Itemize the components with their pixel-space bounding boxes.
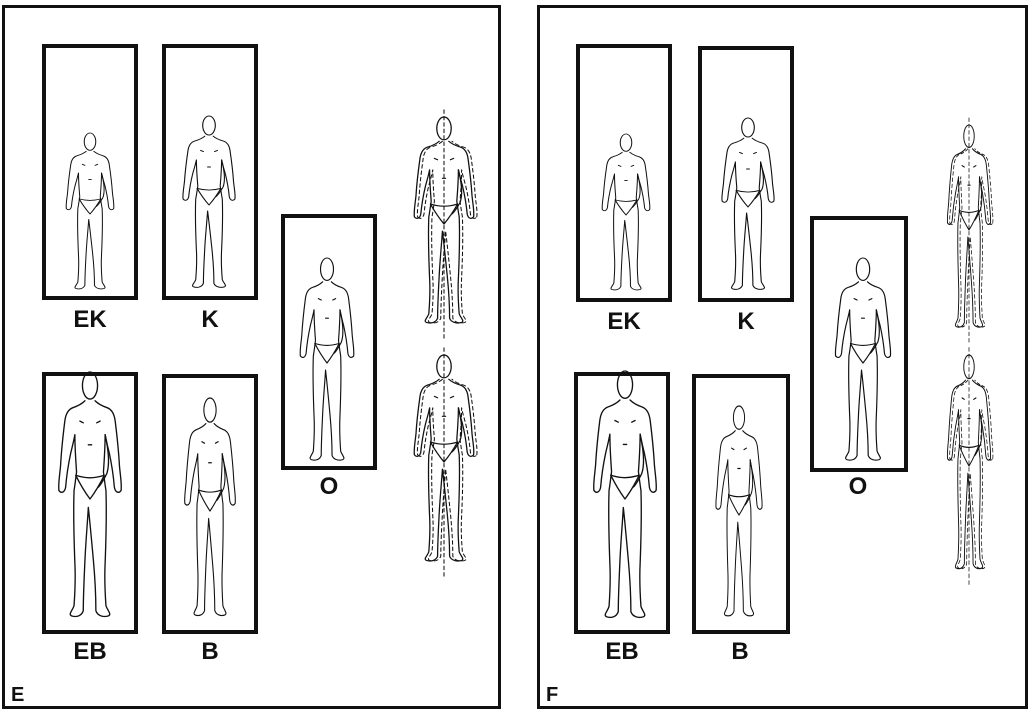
figure-o — [291, 258, 363, 468]
figure-posture-side-2 — [404, 355, 484, 569]
panel-label-e: E — [11, 685, 24, 705]
chest-marks — [740, 152, 757, 169]
figure-ek — [594, 134, 658, 296]
label-o: O — [289, 475, 369, 499]
figure-ek — [58, 133, 122, 295]
body-outline — [594, 400, 657, 617]
label-b: B — [170, 640, 250, 664]
panel-label-f: F — [546, 685, 558, 705]
chest-marks — [202, 442, 218, 463]
figure-k — [174, 116, 244, 294]
chest-marks — [615, 420, 635, 444]
ghost-outline — [950, 149, 993, 327]
briefs-outline — [850, 343, 875, 363]
briefs-outline — [76, 475, 105, 499]
figure-b — [176, 398, 244, 624]
body-outline — [716, 431, 762, 616]
figure-eb — [48, 372, 132, 626]
head-outline — [733, 406, 744, 429]
figure-o — [826, 258, 900, 468]
body-outline — [300, 282, 354, 460]
head-outline — [742, 118, 755, 137]
body-outline — [59, 401, 122, 617]
body-outline — [66, 151, 114, 289]
figure-posture-side-1 — [404, 117, 484, 331]
label-k: K — [170, 308, 250, 332]
figure-b — [708, 406, 770, 624]
chest-marks — [80, 421, 100, 445]
figure-posture-side-2 — [940, 355, 998, 577]
chest-marks — [201, 150, 218, 167]
ghost-outline — [950, 380, 993, 569]
briefs-outline — [198, 490, 221, 511]
body-outline — [835, 282, 890, 460]
label-o: O — [818, 475, 898, 499]
chest-marks — [732, 448, 747, 468]
briefs-outline — [615, 200, 637, 215]
body-outline — [602, 152, 650, 290]
briefs-outline — [315, 343, 339, 363]
head-outline — [617, 371, 632, 398]
chest-marks — [854, 299, 872, 319]
figure-k — [713, 118, 783, 296]
chest-marks — [82, 164, 97, 179]
briefs-outline — [728, 495, 749, 515]
chest-marks — [618, 165, 633, 180]
label-eb: EB — [50, 640, 130, 664]
briefs-outline — [736, 190, 760, 207]
briefs-outline — [197, 188, 221, 205]
label-k: K — [706, 310, 786, 334]
ghost-outline — [417, 379, 477, 561]
label-ek: EK — [584, 310, 664, 334]
label-b: B — [700, 640, 780, 664]
figure-posture-side-1 — [940, 125, 998, 335]
head-outline — [321, 258, 334, 280]
figure-eb — [583, 371, 667, 627]
ghost-outline — [417, 141, 477, 323]
body-outline — [183, 136, 235, 287]
label-eb: EB — [582, 640, 662, 664]
head-outline — [82, 372, 97, 399]
head-outline — [203, 116, 216, 135]
head-outline — [856, 258, 869, 280]
briefs-outline — [79, 199, 101, 214]
body-outline — [185, 424, 236, 616]
chest-marks — [318, 299, 335, 319]
head-outline — [620, 134, 632, 151]
briefs-outline — [611, 475, 640, 499]
label-ek: EK — [50, 308, 130, 332]
body-outline — [722, 138, 774, 289]
head-outline — [204, 398, 216, 422]
head-outline — [84, 133, 96, 150]
